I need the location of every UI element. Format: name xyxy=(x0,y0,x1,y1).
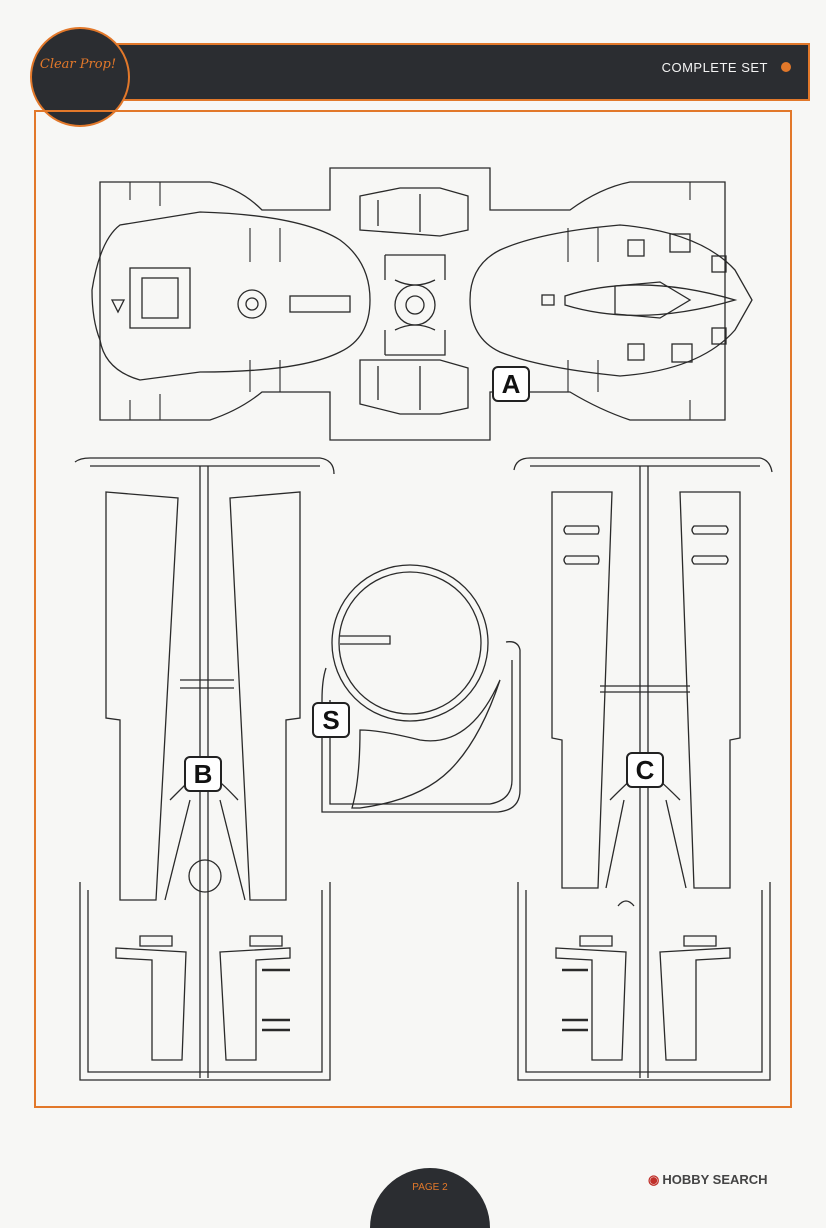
sprue-a-fuselage-right xyxy=(469,224,753,377)
orange-dot-icon xyxy=(781,62,791,72)
header-bar xyxy=(112,43,810,101)
sprue-a-fuselage-left xyxy=(91,211,371,381)
page-title: COMPLETE SET xyxy=(661,60,768,75)
page-number: PAGE 2 xyxy=(412,1182,448,1193)
sprue-drawing xyxy=(74,167,773,1081)
page-header: Clear Prop! COMPLETE SET xyxy=(0,0,826,127)
sprue-s-canopy xyxy=(321,564,521,813)
sprue-b-wings xyxy=(105,491,301,901)
watermark: ◉HOBBY SEARCH xyxy=(648,1172,768,1188)
sprue-a-hub xyxy=(384,254,446,356)
sprue-c-label: C xyxy=(626,752,664,788)
sprue-a-label: A xyxy=(492,366,530,402)
sprue-c-tail-parts xyxy=(555,900,731,1061)
brand-logo-text: Clear Prop! xyxy=(39,57,117,72)
watermark-text: HOBBY SEARCH xyxy=(662,1172,768,1187)
hobby-search-logo-icon: ◉ xyxy=(648,1172,660,1187)
sprue-a-gates xyxy=(129,182,691,420)
sprue-a-inserts xyxy=(359,187,469,415)
content-frame xyxy=(34,110,792,1108)
sprue-s-label: S xyxy=(312,702,350,738)
sprue-b-label: B xyxy=(184,756,222,792)
sprue-b-frame xyxy=(74,457,335,1081)
sprue-a-frame xyxy=(99,167,726,441)
sprue-c-wings xyxy=(551,491,741,889)
sprue-b-tail-parts xyxy=(115,935,291,1061)
